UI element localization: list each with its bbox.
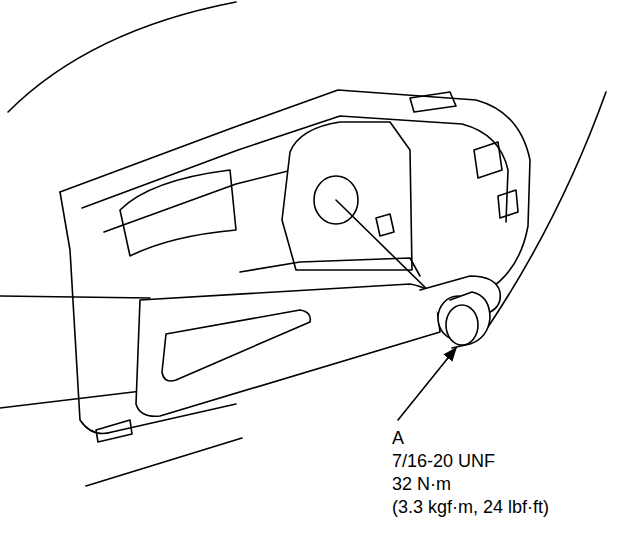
plate-window <box>162 310 310 381</box>
trim-clip <box>474 142 502 178</box>
belt-webbing <box>0 390 150 408</box>
bracket-flange <box>240 258 420 276</box>
body-curve <box>8 2 236 112</box>
bracket-slot <box>376 214 394 236</box>
trim-clip <box>410 92 456 112</box>
trim-opening <box>120 170 236 256</box>
bolt-head <box>446 305 478 345</box>
anchor-bracket <box>282 122 412 270</box>
trim-clip <box>96 420 132 442</box>
body-edge <box>86 438 242 486</box>
callout-letter: A <box>392 428 404 448</box>
trim-clip <box>498 190 518 218</box>
bolt-axis <box>336 200 438 300</box>
belt-webbing <box>0 296 150 298</box>
trim-panel <box>60 90 530 290</box>
leader-line <box>398 348 456 420</box>
torque-spec: 32 N·m <box>392 474 451 494</box>
anchor-plate <box>136 284 440 416</box>
torque-spec: (3.3 kgf·m, 24 lbf·ft) <box>392 497 549 517</box>
torque-spec: 7/16-20 UNF <box>392 451 495 471</box>
